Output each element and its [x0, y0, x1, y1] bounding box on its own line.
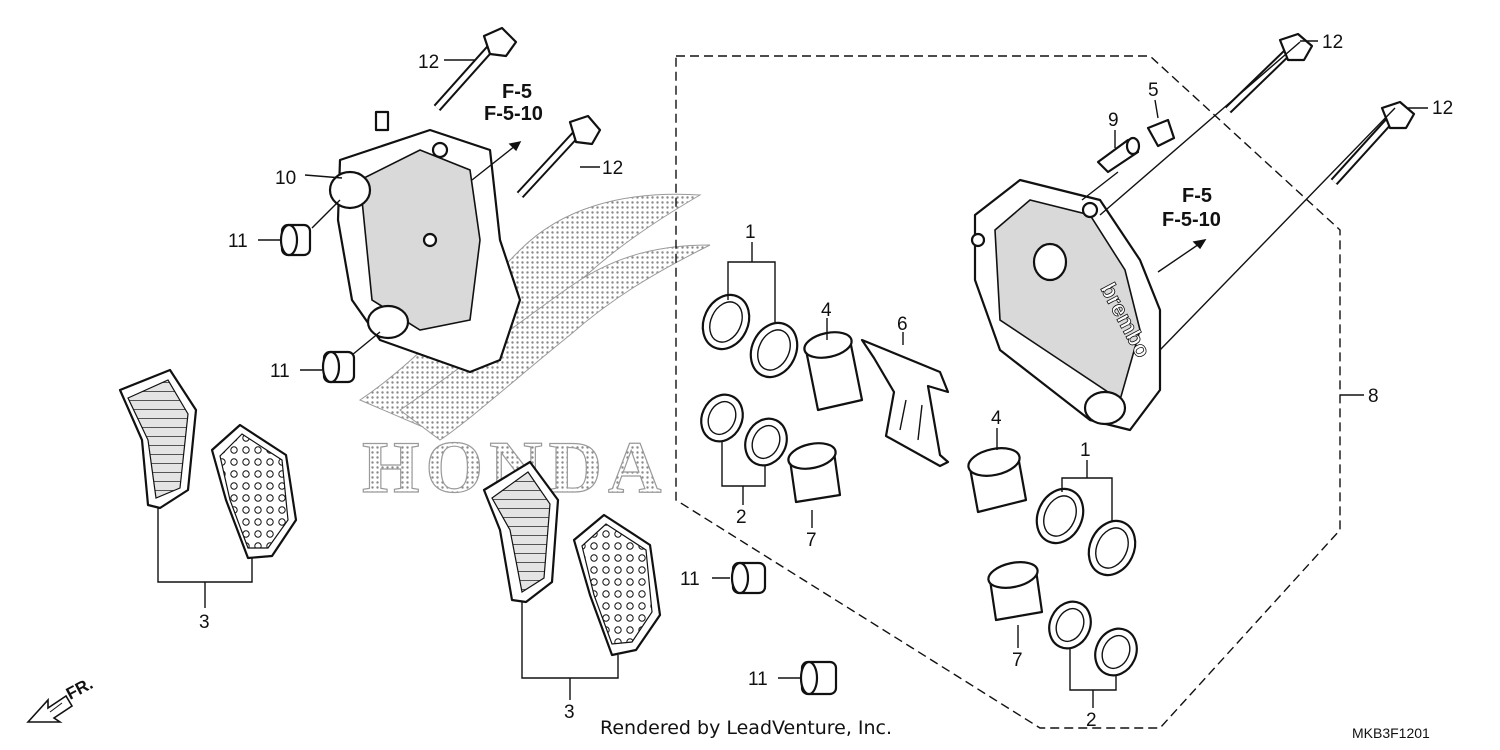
callout-4: 4 [991, 408, 1002, 429]
callout-5: 5 [1148, 80, 1159, 101]
reference-labels: F-5 F-5-10 F-5 F-5-10 [484, 81, 1221, 231]
callout-1: 1 [745, 222, 756, 243]
callout-numbers: 1 1 2 2 3 3 4 4 5 6 7 7 8 9 10 11 11 11 … [199, 32, 1453, 731]
callout-10: 10 [275, 168, 296, 189]
brake-pad-mid-back [572, 513, 662, 657]
reference-left-2: F-5-10 [484, 103, 543, 125]
callout-8: 8 [1368, 386, 1379, 407]
pistons [787, 331, 1044, 622]
collar-11 [730, 561, 767, 595]
callout-1: 1 [1080, 440, 1091, 461]
reference-left-1: F-5 [502, 81, 532, 103]
bolt-12-top-right [1224, 32, 1314, 114]
render-credit: Rendered by LeadVenture, Inc. [600, 717, 892, 739]
piston-seals [700, 293, 1138, 677]
diagram-code: MKB3F1201 [1352, 725, 1430, 741]
callout-7: 7 [806, 530, 817, 551]
direction-arrow-icon [26, 694, 74, 723]
callout-2: 2 [1086, 710, 1097, 731]
callout-7: 7 [1012, 650, 1023, 671]
callout-12: 12 [602, 158, 623, 179]
bolt-12-top-left [433, 26, 518, 111]
callout-6: 6 [897, 314, 908, 335]
right-caliper: brembo [970, 178, 1162, 432]
reference-right-1: F-5 [1182, 185, 1212, 207]
bleeder-screw-9 [1096, 136, 1141, 174]
callout-11: 11 [748, 669, 768, 690]
brake-pad-left-front [118, 368, 198, 510]
callout-11: 11 [270, 361, 290, 382]
callout-12: 12 [1432, 98, 1453, 119]
callout-12: 12 [1322, 32, 1343, 53]
bolt-12-mid-left [516, 114, 602, 199]
collar-11 [321, 350, 356, 384]
leader-lines [157, 40, 1428, 708]
callout-11: 11 [228, 231, 248, 252]
caliper-assembly-outline [675, 55, 1341, 729]
collar-11 [279, 223, 312, 257]
pad-spring-6 [860, 338, 950, 468]
callout-12: 12 [418, 52, 439, 73]
bolt-12-mid-right [1330, 100, 1416, 186]
callout-4: 4 [821, 300, 832, 321]
brake-pad-mid-front [482, 460, 560, 604]
callout-3: 3 [199, 612, 210, 633]
callout-2: 2 [736, 507, 747, 528]
callout-11: 11 [680, 569, 700, 590]
reference-right-2: F-5-10 [1162, 209, 1221, 231]
collar-11 [799, 660, 838, 696]
callout-3: 3 [564, 702, 575, 723]
bleeder-cap-5 [1146, 118, 1176, 148]
front-direction-indicator: FR. [26, 674, 96, 723]
callout-9: 9 [1108, 110, 1119, 131]
brake-pad-left-back [210, 423, 298, 560]
left-caliper [328, 110, 522, 374]
